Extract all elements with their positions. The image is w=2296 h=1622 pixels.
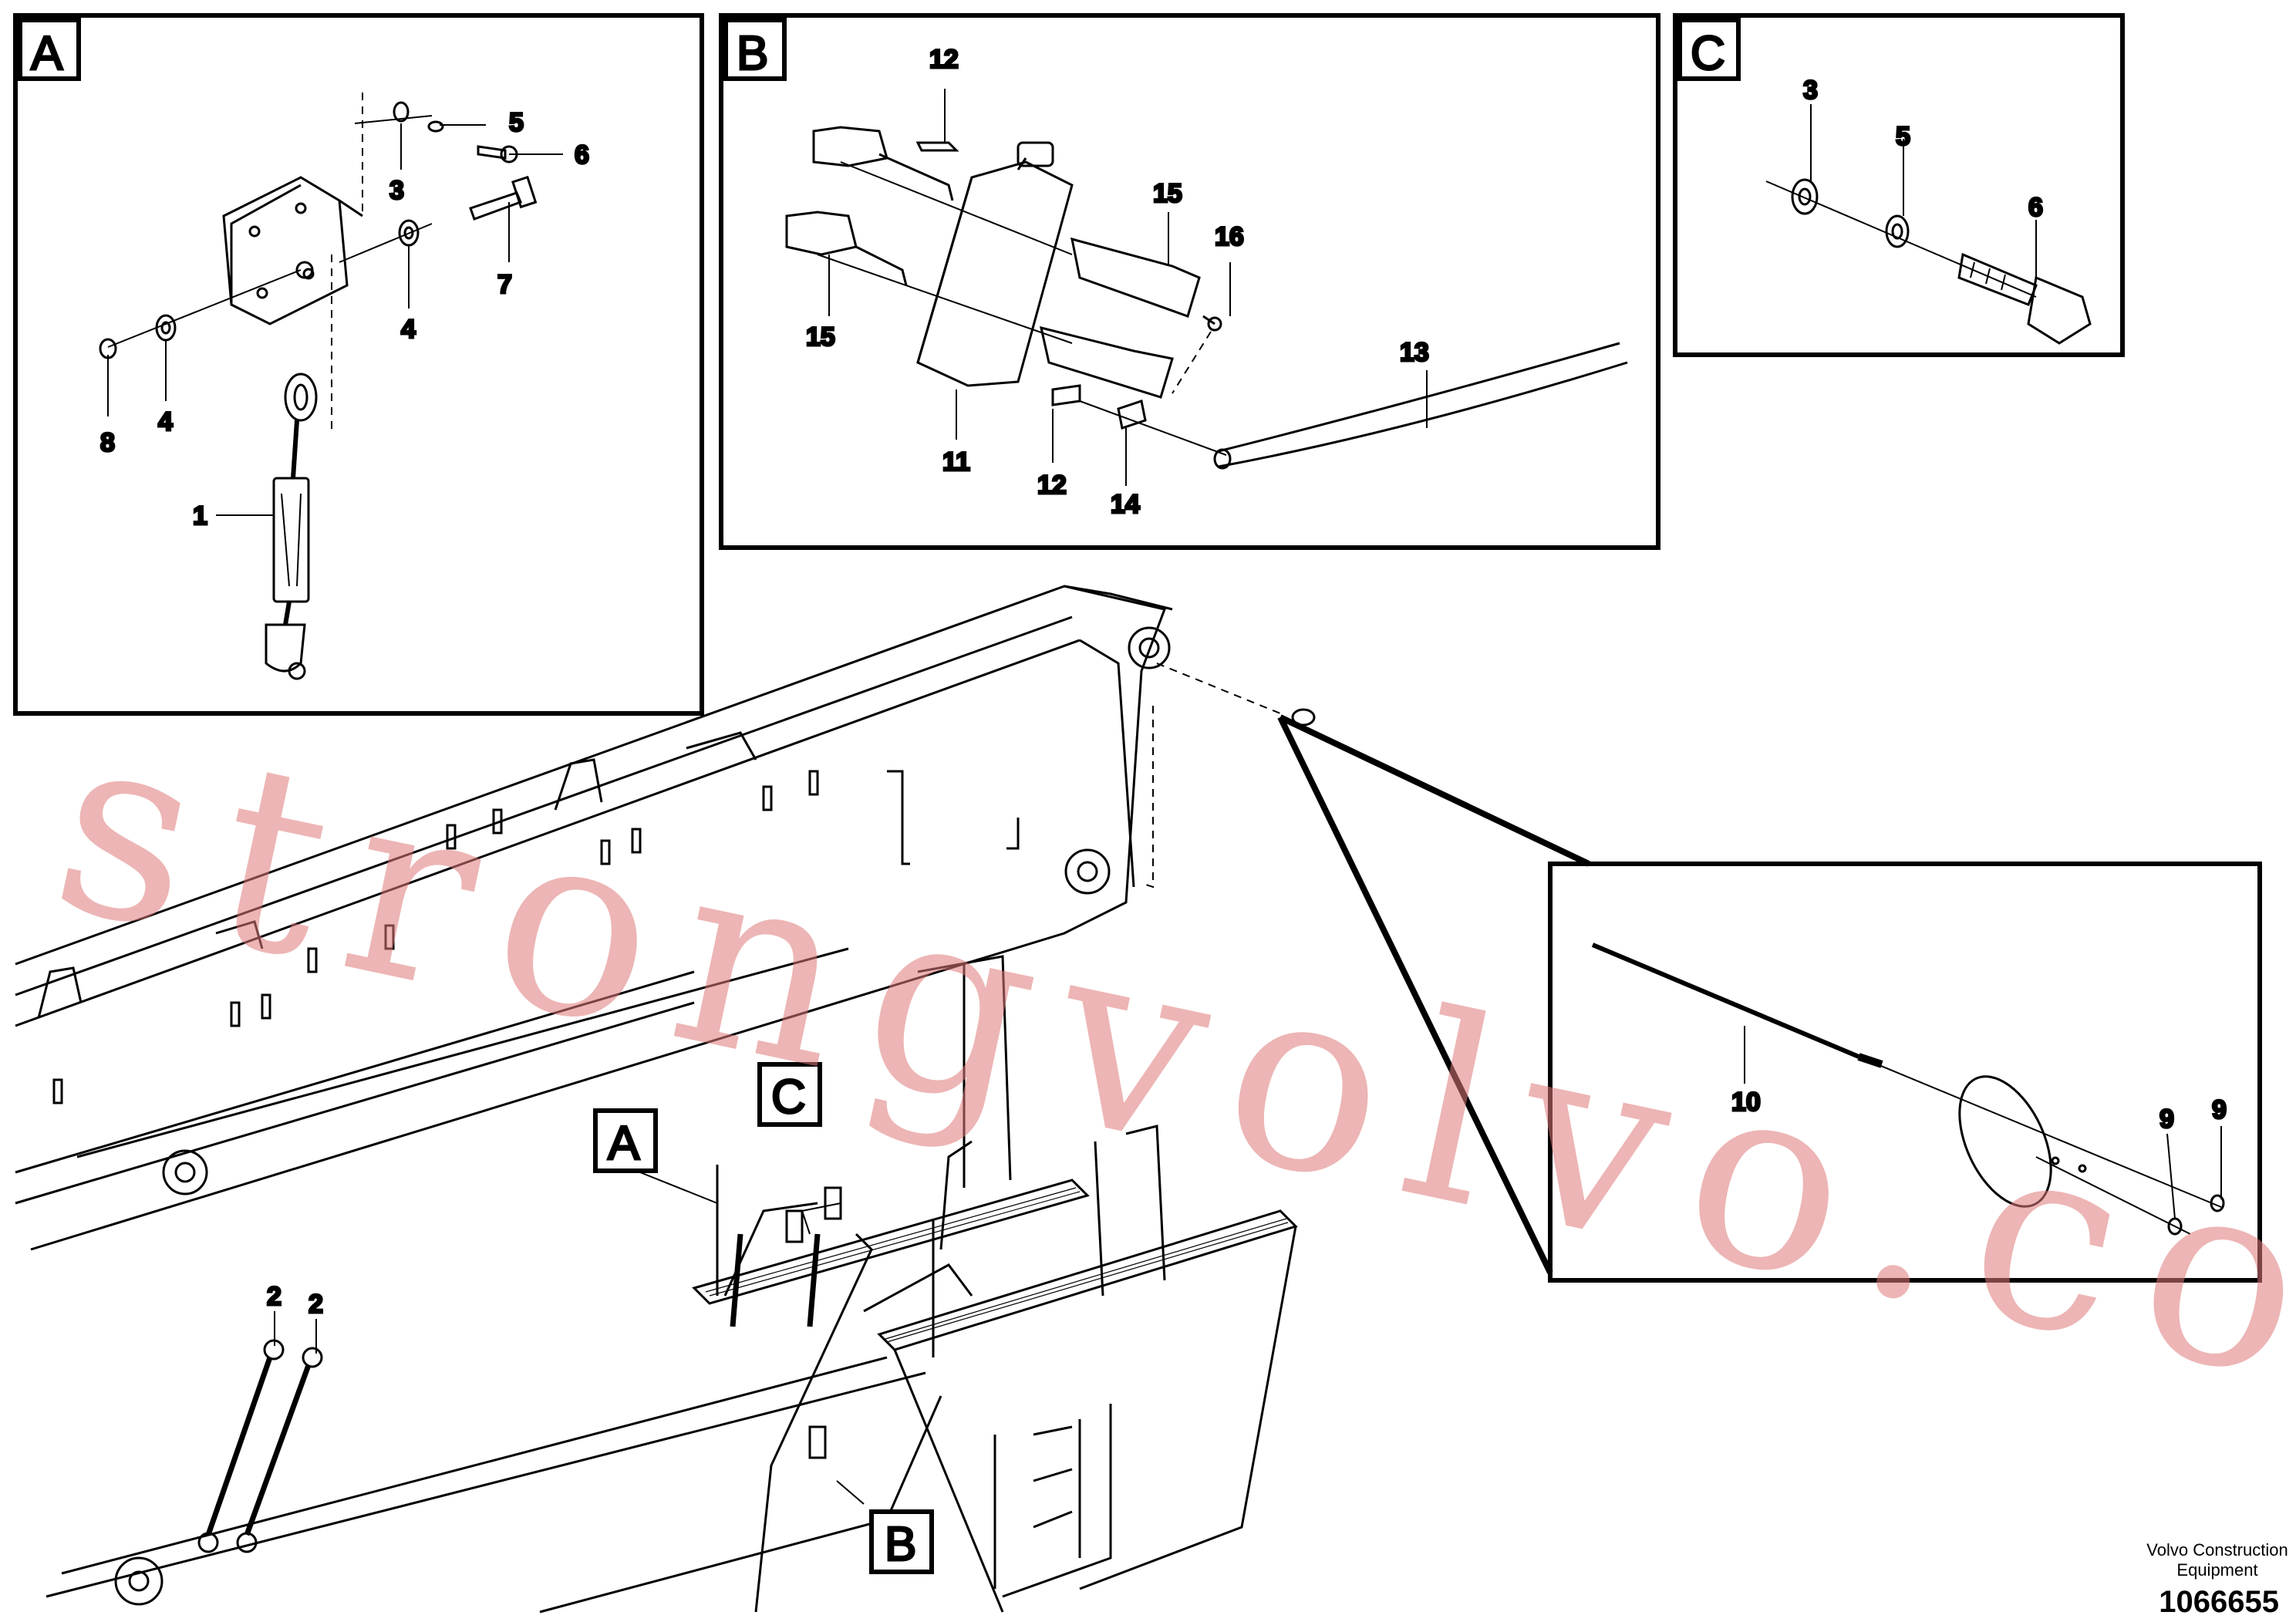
- panel-detail: [1548, 862, 2262, 1283]
- panel-b: [719, 13, 1660, 550]
- callout-b-16: 16: [1215, 222, 1244, 251]
- main-badge-b: B: [885, 1518, 916, 1571]
- watermark: strongvolvo.com: [34, 672, 2296, 1499]
- callout-a-1: 1: [193, 501, 207, 531]
- callout-a-5: 5: [509, 108, 524, 137]
- callout-detail-10: 10: [1731, 1088, 1761, 1117]
- callout-b-11: 11: [942, 447, 970, 477]
- callout-b-12-bottom: 12: [1037, 470, 1067, 500]
- callout-c-6: 6: [2028, 193, 2043, 222]
- main-dashed-leaders: [1141, 663, 1281, 889]
- callout-a-8: 8: [100, 428, 115, 457]
- callout-main-2-left: 2: [267, 1282, 282, 1311]
- main-badge-a: A: [608, 1117, 640, 1170]
- callout-a-3: 3: [389, 176, 404, 205]
- callout-a-6: 6: [575, 140, 589, 170]
- panel-a-badge: A: [31, 27, 63, 80]
- boom-structure: [15, 585, 1173, 1614]
- main-badges: [593, 1062, 934, 1574]
- callout-a-7: 7: [497, 270, 512, 299]
- detail-pointer: [1277, 708, 1590, 1274]
- panel-c-badge: C: [1691, 27, 1725, 80]
- callout-a-4-left: 4: [158, 407, 173, 437]
- callout-b-15-left: 15: [806, 322, 835, 352]
- footer-company-line1: Volvo Construction: [2146, 1540, 2288, 1560]
- panel-b-badge: B: [737, 27, 768, 80]
- walkway-platform: [692, 955, 1298, 1613]
- callout-a-4-right: 4: [401, 315, 416, 344]
- callout-main-2-right: 2: [308, 1290, 323, 1319]
- footer-drawing-number: 1066655: [2159, 1585, 2279, 1619]
- footer-company-line2: Equipment: [2176, 1560, 2257, 1580]
- callout-c-3: 3: [1803, 76, 1818, 105]
- panel-c: [1673, 13, 2125, 357]
- callout-b-12-top: 12: [929, 45, 959, 74]
- callout-detail-9-left: 9: [2159, 1104, 2174, 1134]
- main-turnbuckles: [197, 1186, 935, 1553]
- callout-b-14: 14: [1111, 490, 1140, 519]
- panel-a: [13, 13, 704, 716]
- callout-detail-9-right: 9: [2212, 1095, 2227, 1125]
- callout-leaders: [107, 89, 2222, 1505]
- callout-c-5: 5: [1896, 122, 1910, 151]
- main-badge-c: C: [771, 1071, 806, 1124]
- callout-b-13: 13: [1400, 338, 1429, 367]
- callout-b-15-right: 15: [1153, 179, 1182, 208]
